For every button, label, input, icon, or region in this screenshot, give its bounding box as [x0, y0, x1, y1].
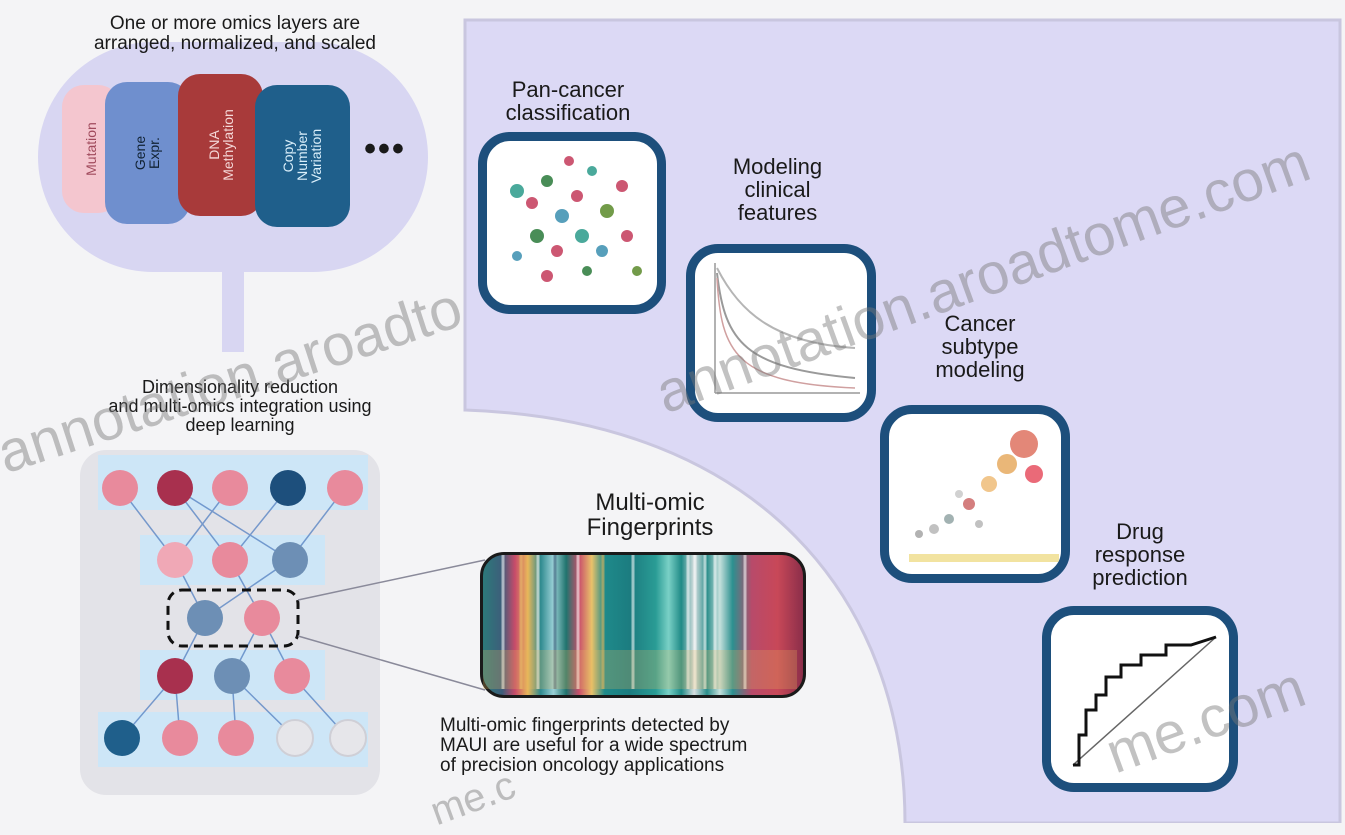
app-drug-label: Drug response prediction — [1092, 519, 1188, 591]
app-clinical-label: Modeling clinical features — [732, 154, 823, 226]
cluster-scatter-icon — [510, 156, 642, 282]
roc-curve-icon — [1072, 635, 1217, 767]
more-layers-ellipsis: ••• — [364, 130, 406, 168]
survival-curve-icon — [714, 263, 860, 394]
app-clinical-panel — [686, 244, 876, 422]
fingerprint-stripes — [483, 555, 797, 689]
omics-caption: One or more omics layers are arranged, n… — [93, 13, 376, 54]
fingerprints-title: Multi-omic Fingerprints — [586, 489, 714, 542]
subtype-scatter-icon — [909, 430, 1059, 562]
app-subtype-panel — [880, 405, 1070, 583]
omics-layer-copy-number: Copy Number Variation — [255, 85, 350, 227]
dl-caption: Dimensionality reduction and multi-omics… — [108, 377, 372, 435]
summary-text: Multi-omic fingerprints detected by MAUI… — [440, 715, 748, 776]
app-pan-cancer-panel — [478, 132, 666, 314]
fingerprint-heatmap — [480, 552, 806, 698]
omics-layer-dna-methylation: DNA Methylation — [178, 74, 263, 216]
app-drug-panel — [1042, 606, 1238, 792]
app-subtype-label: Cancer subtype modeling — [935, 311, 1025, 383]
omics-layer-gene-expression: Gene Expr. — [105, 82, 190, 224]
app-pan-cancer-label: Pan-cancer classification — [505, 77, 631, 126]
